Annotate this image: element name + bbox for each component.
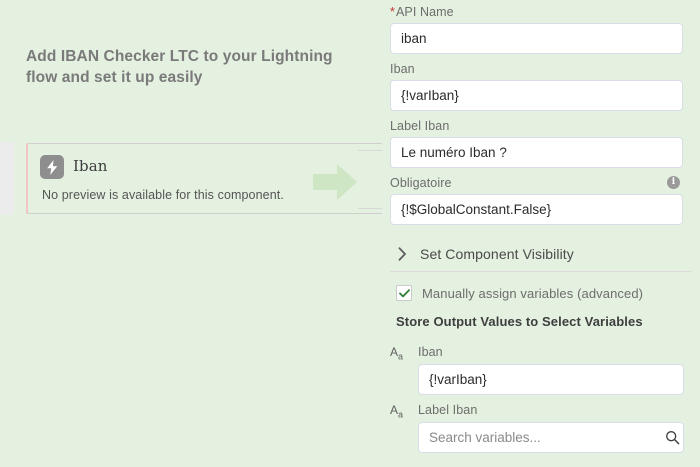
text-datatype-icon: Aa <box>390 403 410 421</box>
chevron-right-icon <box>394 247 410 261</box>
obligatoire-input[interactable] <box>390 194 683 225</box>
field-iban-label: Iban <box>390 62 415 76</box>
canvas-hairline-top <box>358 150 384 151</box>
field-api-name-label-text: API Name <box>395 5 454 19</box>
page-headline: Add IBAN Checker LTC to your Lightning f… <box>26 48 333 86</box>
arrow-right-icon <box>312 163 358 201</box>
component-card-subtitle: No preview is available for this compone… <box>42 188 284 202</box>
component-card-title: Iban <box>73 157 108 175</box>
output-variable-label-iban-input[interactable] <box>418 422 684 453</box>
iban-input[interactable] <box>390 80 683 111</box>
field-api-name-label: *API Name <box>390 4 692 20</box>
required-marker-icon: * <box>390 5 395 19</box>
set-component-visibility-section[interactable]: Set Component Visibility <box>390 238 692 270</box>
section-divider <box>390 271 692 272</box>
field-label-iban: Label Iban <box>390 118 692 168</box>
field-label-iban-label: Label Iban <box>390 119 450 133</box>
output-variable-label-iban-label: Label Iban <box>418 403 478 417</box>
set-component-visibility-label: Set Component Visibility <box>420 246 574 262</box>
datatype-glyph-sub: a <box>398 351 404 362</box>
output-variable-iban-input[interactable] <box>418 364 684 395</box>
info-icon[interactable]: i <box>667 176 680 189</box>
manually-assign-variables-row[interactable]: Manually assign variables (advanced) <box>390 285 643 301</box>
output-variable-label-iban: Aa Label Iban <box>390 403 692 455</box>
output-variable-iban-label: Iban <box>418 345 443 359</box>
manually-assign-variables-checkbox[interactable] <box>396 285 412 301</box>
label-iban-input[interactable] <box>390 137 683 168</box>
flow-preview-pane: Add IBAN Checker LTC to your Lightning f… <box>0 48 406 215</box>
field-obligatoire-label: Obligatoire <box>390 176 452 190</box>
output-variable-iban: Aa Iban <box>390 345 692 397</box>
api-name-input[interactable] <box>390 23 683 54</box>
flow-component-card[interactable]: Iban No preview is available for this co… <box>26 143 406 214</box>
lightning-bolt-icon <box>40 155 64 179</box>
datatype-glyph-main: A <box>390 345 399 359</box>
manually-assign-variables-label: Manually assign variables (advanced) <box>422 285 644 301</box>
text-datatype-icon: Aa <box>390 345 410 363</box>
component-properties-panel: *API Name Iban Label Iban Obligatoire i <box>382 0 700 467</box>
datatype-glyph-sub: a <box>398 409 404 420</box>
field-iban: Iban <box>390 61 692 111</box>
datatype-glyph-main: A <box>390 403 399 417</box>
field-api-name: *API Name <box>390 4 692 54</box>
canvas-left-rail <box>0 142 14 215</box>
field-obligatoire: Obligatoire i <box>390 175 692 225</box>
canvas-hairline-bottom <box>358 208 384 209</box>
store-output-values-heading: Store Output Values to Select Variables <box>396 314 643 329</box>
